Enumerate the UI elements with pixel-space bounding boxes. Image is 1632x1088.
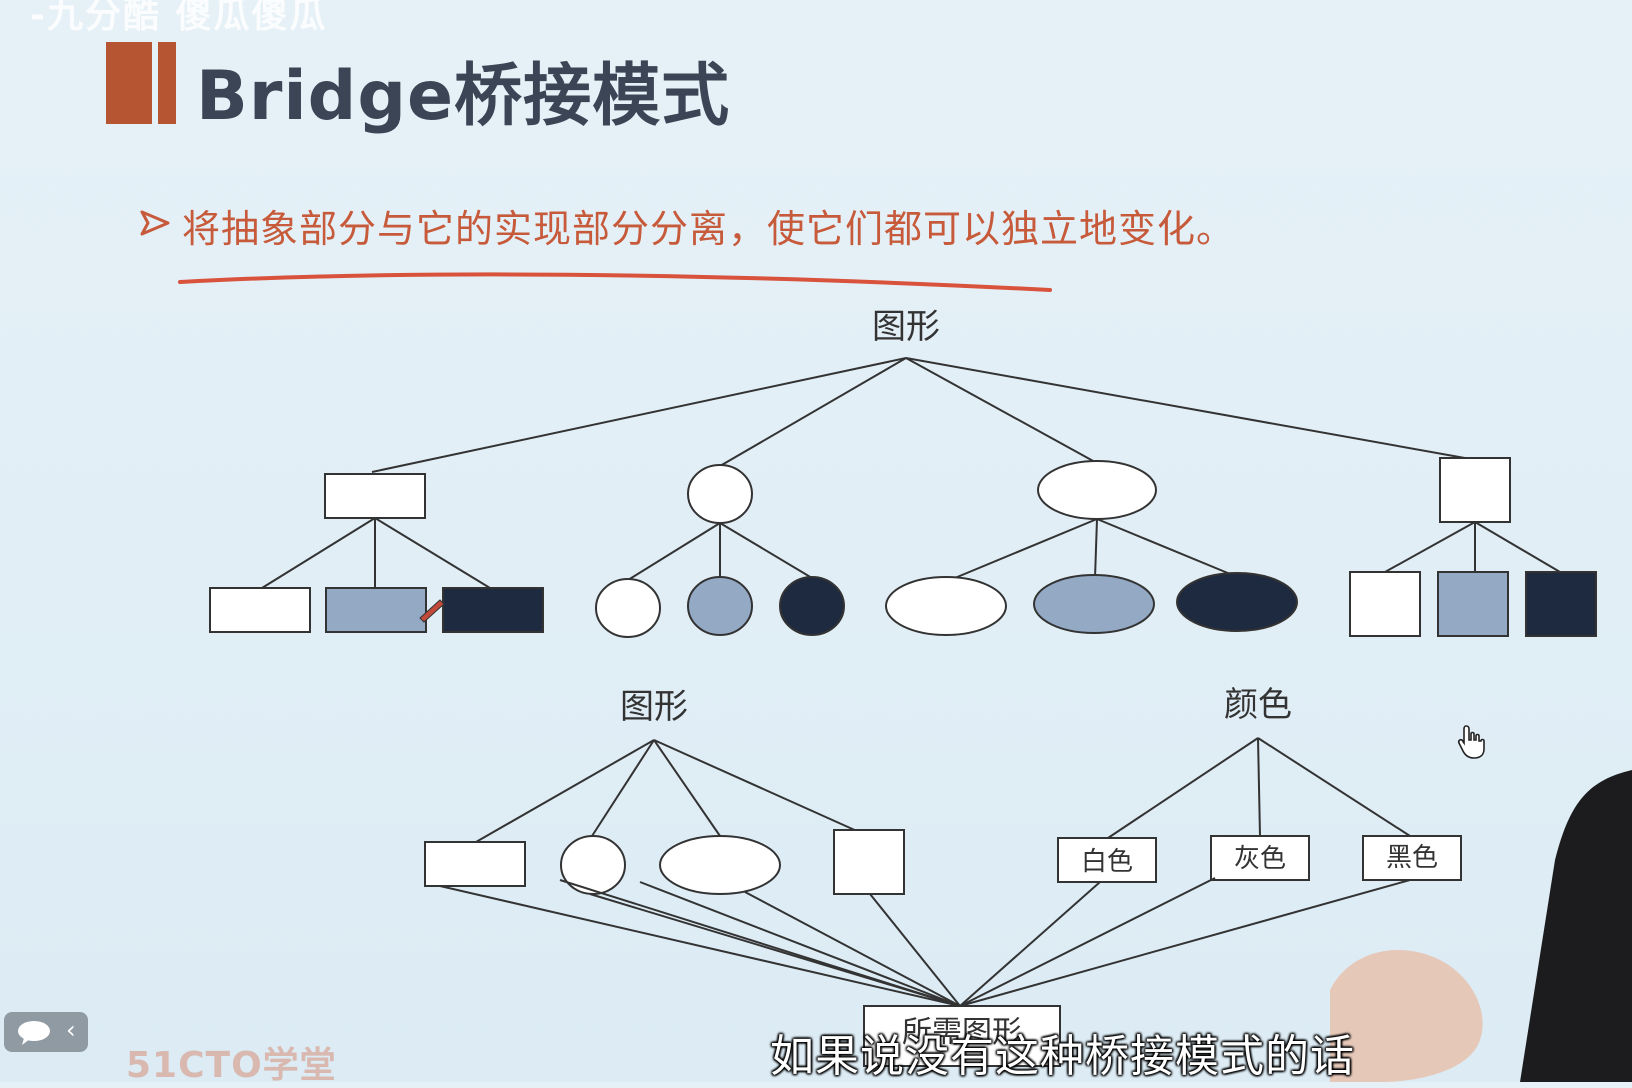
- ellipse-black: [1176, 572, 1298, 632]
- circle-parent: [687, 464, 753, 524]
- square-parent: [1439, 457, 1511, 523]
- slide-title: Bridge桥接模式: [196, 57, 731, 136]
- bullet-arrow-icon: [140, 210, 170, 236]
- brand-logo: 51CTO学堂: [126, 1045, 337, 1086]
- shape-square: [833, 829, 905, 895]
- rect-parent: [324, 473, 426, 519]
- square-black: [1525, 571, 1597, 637]
- shape-ellipse: [659, 835, 781, 895]
- rect-gray: [325, 587, 427, 633]
- circle-gray: [687, 576, 753, 636]
- color-node-black: [1362, 835, 1462, 881]
- chevron-left-icon[interactable]: ‹: [66, 1016, 76, 1044]
- square-gray: [1437, 571, 1509, 637]
- ellipse-white: [885, 576, 1007, 636]
- shape-rect: [424, 841, 526, 887]
- title-accent-bar: [106, 42, 176, 124]
- result-node-label: 所需图形: [902, 1015, 1022, 1050]
- underline-stroke: [178, 272, 1052, 292]
- bullet-text: 将抽象部分与它的实现部分分离，使它们都可以独立地变化。: [182, 207, 1236, 251]
- circle-black: [779, 576, 845, 636]
- shape-circle: [560, 835, 626, 895]
- rect-black: [442, 587, 544, 633]
- result-node: [863, 1005, 1061, 1067]
- color-node-white-label: 白色: [1081, 847, 1133, 877]
- circle-white: [595, 578, 661, 638]
- rect-white: [209, 587, 311, 633]
- square-white: [1349, 571, 1421, 637]
- color-node-white: [1057, 837, 1157, 883]
- color-node-black-label: 黑色: [1386, 843, 1438, 873]
- watermark: -九分酷 傻瓜傻瓜: [30, 0, 328, 36]
- hand-cursor-icon: [1457, 725, 1485, 759]
- color-node-gray: [1210, 835, 1310, 881]
- top-root-label: 图形: [872, 307, 940, 347]
- pen-mark-icon: [419, 599, 445, 623]
- ellipse-gray: [1033, 574, 1155, 634]
- video-subtitle: 如果说没有这种桥接模式的话: [770, 1031, 1355, 1082]
- color-node-gray-label: 灰色: [1234, 844, 1286, 874]
- chat-bubble-icon[interactable]: [16, 1020, 52, 1046]
- presenter-silhouette: [1520, 770, 1632, 1082]
- bottom-color-root-label: 颜色: [1224, 685, 1292, 725]
- presenter-hand: [1330, 950, 1483, 1082]
- bottom-shape-root-label: 图形: [620, 687, 688, 727]
- ellipse-parent: [1037, 460, 1157, 520]
